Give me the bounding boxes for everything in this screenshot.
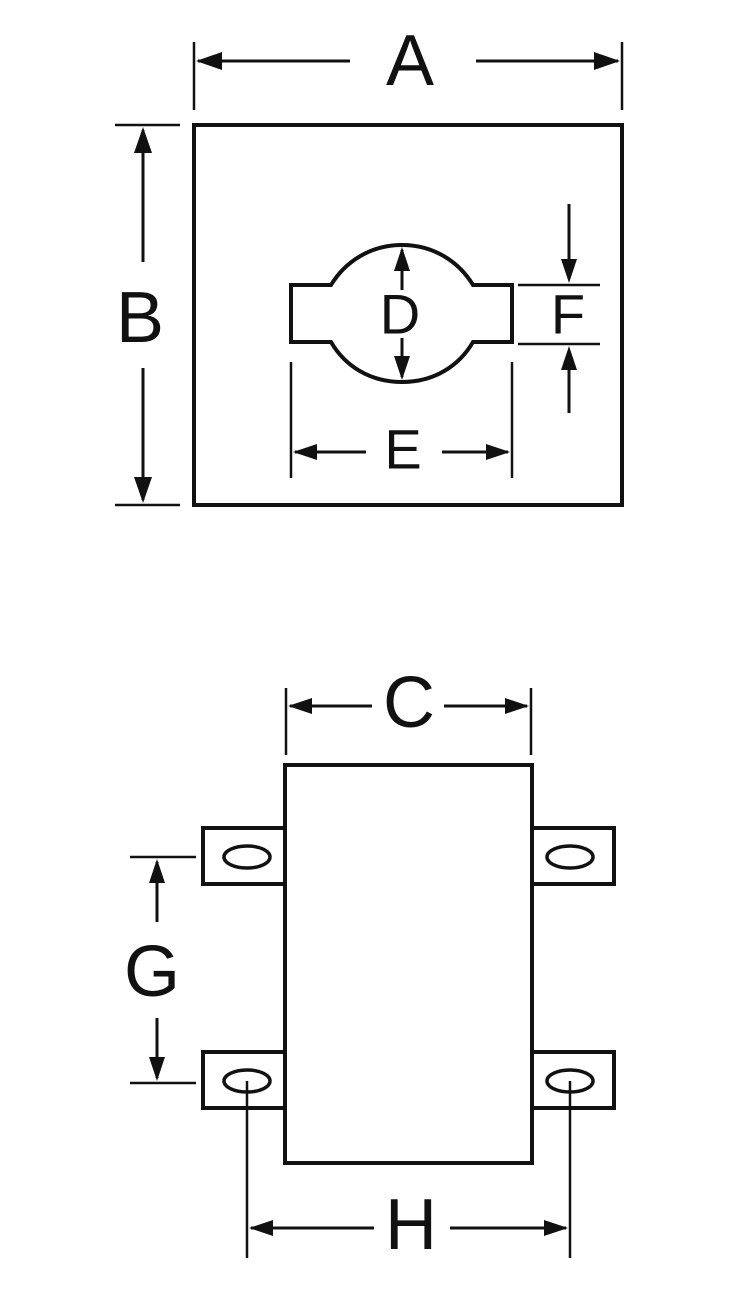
arrowhead	[149, 1057, 165, 1081]
dimension-g: G	[124, 855, 196, 1085]
arrowhead	[594, 52, 620, 70]
label-h: H	[385, 1185, 437, 1265]
arrowhead	[249, 1220, 273, 1236]
arrowhead	[149, 859, 165, 883]
keyhole-cutout	[289, 242, 514, 385]
dimension-f: F	[518, 204, 600, 413]
arrowhead	[394, 356, 410, 380]
mounting-hole	[545, 844, 595, 870]
arrowhead	[134, 127, 152, 153]
dimension-h: H	[245, 1081, 572, 1265]
side-view: C G H	[124, 663, 616, 1265]
dimension-b: B	[115, 123, 180, 507]
top-view: A B D E	[115, 21, 624, 507]
label-c: C	[383, 663, 435, 743]
arrowhead	[394, 247, 410, 271]
label-f: F	[551, 283, 585, 346]
dimension-a: A	[192, 21, 624, 110]
label-d: D	[380, 283, 420, 346]
arrowhead	[288, 698, 312, 714]
arrowhead	[293, 444, 317, 460]
arrowhead	[196, 52, 222, 70]
dimension-c: C	[284, 663, 533, 755]
label-a: A	[386, 21, 434, 101]
arrowhead	[486, 444, 510, 460]
arrowhead	[505, 698, 529, 714]
arrowhead	[561, 259, 577, 283]
label-g: G	[124, 932, 180, 1012]
dimension-d: D	[380, 247, 420, 380]
side-view-body	[283, 763, 534, 1165]
arrowhead	[561, 346, 577, 370]
dimension-e: E	[289, 362, 514, 481]
arrowhead	[134, 477, 152, 503]
label-b: B	[116, 278, 164, 358]
label-e: E	[384, 418, 421, 481]
arrowhead	[544, 1220, 568, 1236]
mounting-hole	[222, 844, 272, 870]
